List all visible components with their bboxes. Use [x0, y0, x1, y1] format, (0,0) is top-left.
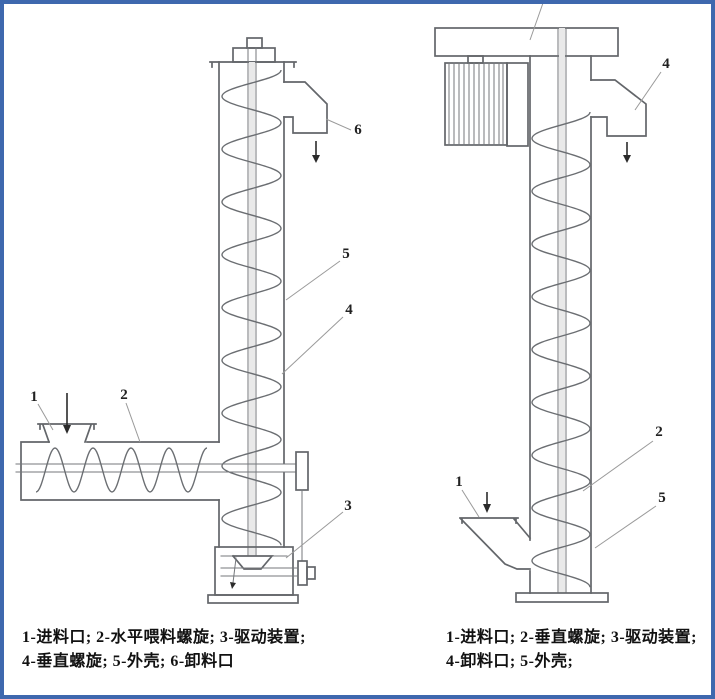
right-figure-caption-line2: 4-卸料口; 5-外壳; [446, 651, 573, 670]
vertical-casing-right [529, 55, 592, 594]
motor-fins [448, 62, 504, 146]
leader-line-3 [285, 511, 344, 559]
left-figure: 1 2 3 4 5 6 [15, 37, 362, 604]
leader-line-right-5 [594, 505, 657, 549]
discharge-spout [283, 81, 328, 134]
leader-line-top-3 [529, 2, 544, 41]
leader-line-right-2 [582, 440, 654, 492]
shaft-end-bearing [295, 451, 309, 491]
part-label-3: 3 [344, 498, 352, 514]
leader-line-2 [125, 402, 141, 443]
left-figure-caption-line1: 1-进料口; 2-水平喂料螺旋; 3-驱动装置; [22, 627, 306, 646]
base-plate-right [515, 592, 609, 603]
drive-pulley [297, 560, 308, 586]
discharge-flow-arrow [312, 141, 320, 163]
leader-line-6 [325, 118, 352, 131]
part-label-right-4: 4 [662, 56, 670, 72]
motor-neck [467, 55, 484, 64]
feed-inlet-chute-right [459, 517, 532, 570]
gearbox-arrow [230, 557, 237, 589]
feed-trough [20, 441, 220, 501]
feed-flow-arrow-right [483, 492, 491, 513]
gearbox-output-shaft [220, 567, 299, 577]
leader-line-1 [37, 403, 54, 431]
top-bearing-cap [232, 47, 276, 63]
bevel-gear [231, 554, 274, 570]
part-label-right-5: 5 [658, 490, 666, 506]
vertical-casing [218, 61, 285, 548]
vertical-shaft-right [557, 27, 567, 594]
vertical-screw-spiral-right [531, 111, 591, 588]
drive-platform [434, 27, 619, 57]
part-label-5: 5 [342, 246, 350, 262]
part-label-2: 2 [120, 387, 128, 403]
left-figure-caption-line2: 4-垂直螺旋; 5-外壳; 6-卸料口 [22, 651, 234, 670]
vertical-shaft [247, 47, 257, 557]
drive-pulley-hub [306, 566, 316, 580]
discharge-spout-right [590, 79, 647, 137]
part-label-6: 6 [354, 122, 362, 138]
leader-line-right-4 [634, 71, 662, 111]
top-shaft-stub [246, 37, 263, 49]
vertical-shaft-band [249, 62, 255, 556]
feed-flow-arrow [63, 393, 71, 434]
leader-line-5 [285, 260, 341, 301]
motor-flange-block [506, 62, 529, 147]
part-label-right-2: 2 [655, 424, 663, 440]
leader-line-4 [281, 316, 344, 375]
right-figure-caption-line1: 1-进料口; 2-垂直螺旋; 3-驱动装置; [446, 627, 697, 646]
base-plate-left [207, 594, 299, 604]
part-label-right-1: 1 [455, 474, 463, 490]
horizontal-screw-spiral [35, 447, 208, 493]
part-label-1: 1 [30, 389, 38, 405]
vertical-screw-spiral [221, 69, 282, 546]
right-figure: 1 2 4 5 [434, 2, 670, 603]
leader-line-right-1 [461, 489, 480, 518]
part-label-4: 4 [345, 302, 353, 318]
discharge-flow-arrow-right [623, 142, 631, 163]
